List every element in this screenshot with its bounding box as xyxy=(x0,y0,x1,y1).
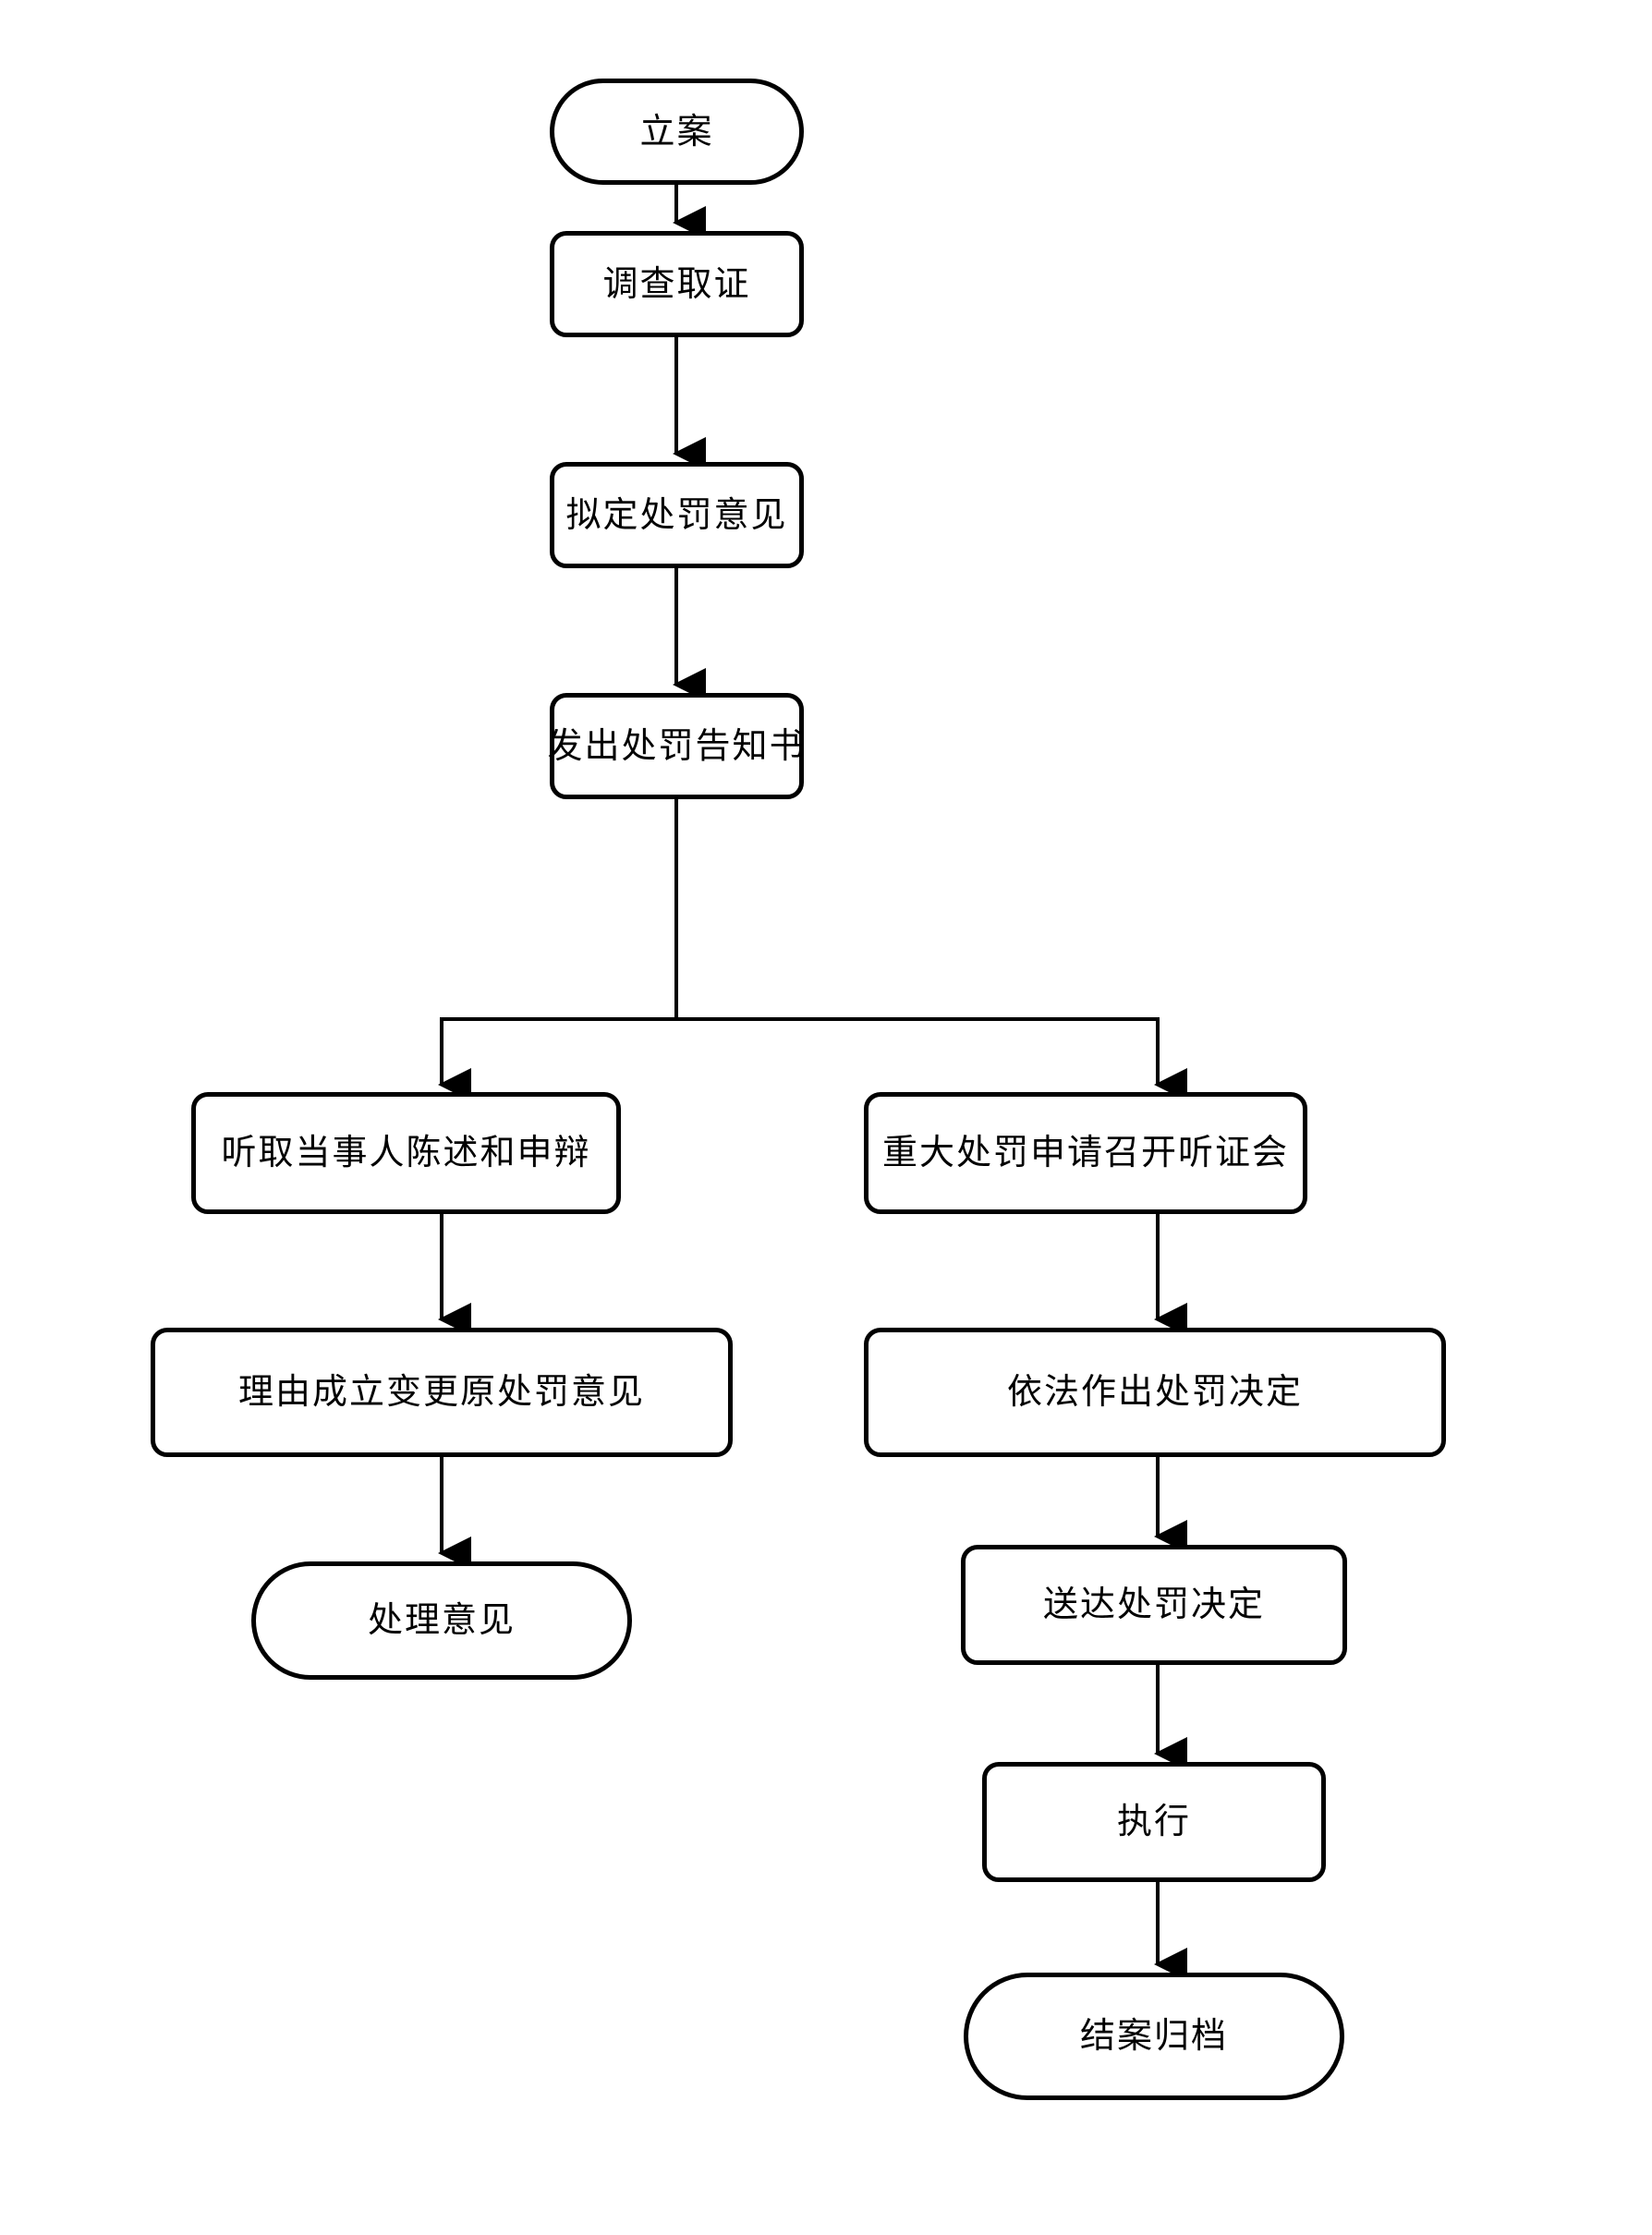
node-label: 发出处罚告知书 xyxy=(547,724,807,766)
node-label: 调查取证 xyxy=(602,262,751,304)
node-label: 依法作出处罚决定 xyxy=(1006,1371,1303,1413)
node-major-penalty-hearing-request[interactable]: 重大处罚申请召开听证会 xyxy=(864,1092,1307,1214)
node-execution[interactable]: 执行 xyxy=(982,1762,1326,1882)
node-close-and-archive[interactable]: 结案归档 xyxy=(964,1973,1344,2100)
node-label: 处理意见 xyxy=(367,1599,516,1641)
node-label: 理由成立变更原处罚意见 xyxy=(237,1371,645,1413)
node-case-filing[interactable]: 立案 xyxy=(550,79,804,185)
node-label: 听取当事人陈述和申辩 xyxy=(221,1132,591,1173)
node-label: 执行 xyxy=(1116,1801,1191,1842)
node-label: 立案 xyxy=(639,110,714,152)
node-make-penalty-decision[interactable]: 依法作出处罚决定 xyxy=(864,1328,1446,1457)
node-label: 重大处罚申请召开听证会 xyxy=(881,1132,1289,1173)
node-label: 送达处罚决定 xyxy=(1042,1584,1265,1625)
node-serve-penalty-decision[interactable]: 送达处罚决定 xyxy=(961,1545,1347,1665)
node-label: 拟定处罚意见 xyxy=(565,493,788,535)
node-issue-penalty-notice[interactable]: 发出处罚告知书 xyxy=(547,693,807,799)
node-hear-party-statement-defense[interactable]: 听取当事人陈述和申辩 xyxy=(191,1092,621,1214)
node-amend-original-penalty-opinion[interactable]: 理由成立变更原处罚意见 xyxy=(151,1328,733,1457)
node-draft-penalty-opinion[interactable]: 拟定处罚意见 xyxy=(550,462,804,568)
node-investigation-evidence[interactable]: 调查取证 xyxy=(550,231,804,337)
node-handling-opinion[interactable]: 处理意见 xyxy=(251,1561,632,1680)
node-label: 结案归档 xyxy=(1079,2015,1228,2057)
